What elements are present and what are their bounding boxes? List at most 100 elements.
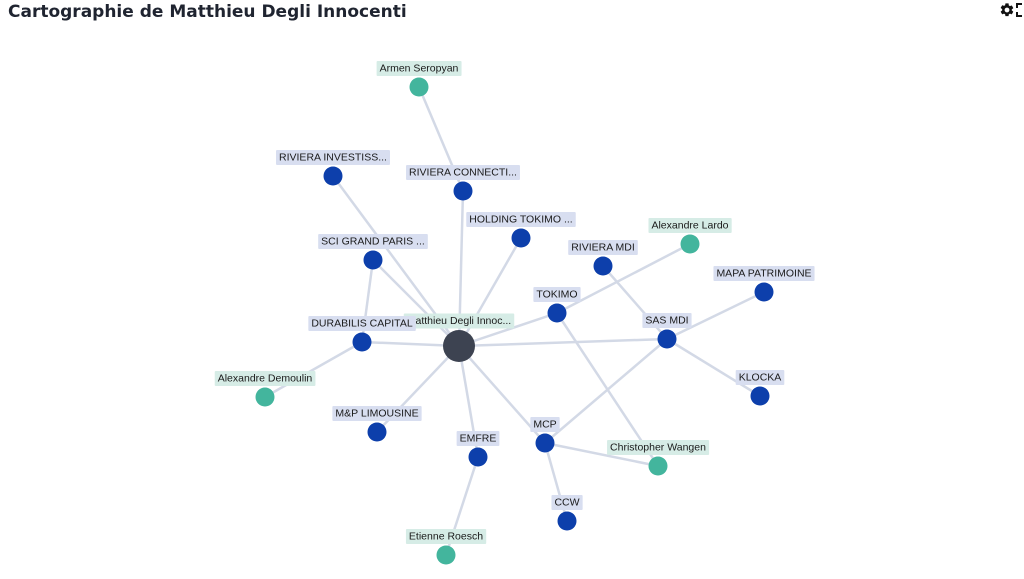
node-label-tokimo: TOKIMO (536, 289, 577, 301)
node-label-riviera_invest: RIVIERA INVESTISS... (279, 152, 387, 164)
node-circle-riviera_invest[interactable] (323, 166, 343, 186)
node-sci_grand_paris[interactable]: SCI GRAND PARIS ... (318, 234, 428, 270)
node-label-bg-emfre (456, 431, 500, 446)
node-label-bg-klocka (735, 370, 785, 385)
node-label-mapa: MAPA PATRIMOINE (716, 268, 811, 280)
node-label-bg-armen (376, 61, 462, 76)
node-label-holding_tokimo: HOLDING TOKIMO ... (469, 214, 572, 226)
node-sas_mdi[interactable]: SAS MDI (642, 313, 692, 349)
node-label-klocka: KLOCKA (739, 372, 782, 384)
node-label-mp_limousine: M&P LIMOUSINE (335, 408, 418, 420)
node-circle-ccw[interactable] (557, 511, 577, 531)
node-label-bg-sci_grand_paris (318, 234, 428, 249)
graph-toolbar (998, 0, 1024, 20)
edge-center-holding_tokimo (457, 237, 523, 347)
node-label-bg-center (403, 313, 515, 329)
node-ccw[interactable]: CCW (551, 495, 583, 531)
edge-center-sci_grand_paris (372, 259, 460, 347)
gear-icon (1000, 3, 1014, 17)
node-circle-sas_mdi[interactable] (657, 329, 677, 349)
node-klocka[interactable]: KLOCKA (735, 370, 785, 406)
edge-sas_mdi-klocka (666, 337, 761, 398)
node-riviera_connect[interactable]: RIVIERA CONNECTI... (406, 165, 520, 201)
node-label-riviera_mdi: RIVIERA MDI (571, 242, 635, 254)
node-circle-alexandre_lardo[interactable] (680, 234, 700, 254)
node-label-emfre: EMFRE (460, 433, 497, 445)
nodes-layer: Matthieu Degli Innoc... Armen SeropyanRIV… (214, 61, 815, 565)
edge-mcp-christopher (544, 441, 659, 468)
node-label-bg-christopher (607, 440, 710, 455)
node-label-alexandre_lardo: Alexandre Lardo (651, 220, 728, 232)
edge-durabilis-alexandre_demoulin (264, 340, 363, 399)
node-emfre[interactable]: EMFRE (456, 431, 500, 467)
node-label-bg-riviera_connect (406, 165, 520, 180)
node-circle-mp_limousine[interactable] (367, 422, 387, 442)
edge-sas_mdi-mcp (544, 338, 668, 444)
node-mp_limousine[interactable]: M&P LIMOUSINE (332, 406, 422, 442)
node-label-sci_grand_paris: SCI GRAND PARIS ... (321, 236, 425, 248)
node-label-bg-mp_limousine (332, 406, 422, 421)
node-tokimo[interactable]: TOKIMO (533, 287, 581, 323)
edge-sas_mdi-mapa (666, 290, 765, 341)
node-circle-emfre[interactable] (468, 447, 488, 467)
node-alexandre_lardo[interactable]: Alexandre Lardo (648, 218, 732, 254)
node-label-etienne: Etienne Roesch (409, 531, 483, 543)
node-label-bg-tokimo (533, 287, 581, 302)
node-circle-mcp[interactable] (535, 433, 555, 453)
node-circle-durabilis[interactable] (352, 332, 372, 352)
node-label-alexandre_demoulin: Alexandre Demoulin (218, 373, 313, 385)
node-circle-alexandre_demoulin[interactable] (255, 387, 275, 407)
settings-button[interactable] (998, 1, 1016, 19)
node-riviera_invest[interactable]: RIVIERA INVESTISS... (276, 150, 390, 186)
node-label-bg-durabilis (308, 316, 416, 331)
node-holding_tokimo[interactable]: HOLDING TOKIMO ... (466, 212, 576, 248)
node-label-mcp: MCP (533, 419, 556, 431)
node-label-bg-etienne (405, 529, 487, 544)
node-label-bg-holding_tokimo (466, 212, 576, 227)
edge-center-tokimo (458, 311, 558, 348)
node-center[interactable]: Matthieu Degli Innoc... (403, 313, 515, 363)
node-label-center: Matthieu Degli Innoc... (407, 315, 511, 327)
node-mcp[interactable]: MCP (530, 417, 560, 453)
node-circle-holding_tokimo[interactable] (511, 228, 531, 248)
node-label-bg-sas_mdi (642, 313, 692, 328)
node-circle-mapa[interactable] (754, 282, 774, 302)
edge-riviera_mdi-sas_mdi (602, 265, 668, 340)
node-circle-riviera_mdi[interactable] (593, 256, 613, 276)
edge-center-sas_mdi (458, 337, 668, 348)
node-christopher[interactable]: Christopher Wangen (607, 440, 710, 476)
node-circle-center[interactable] (443, 330, 475, 362)
node-label-bg-riviera_invest (276, 150, 390, 165)
node-label-riviera_connect: RIVIERA CONNECTI... (409, 167, 517, 179)
page-title: Cartographie de Matthieu Degli Innocenti (8, 2, 407, 22)
node-mapa[interactable]: MAPA PATRIMOINE (713, 266, 815, 302)
node-label-bg-alexandre_demoulin (214, 371, 316, 386)
node-label-ccw: CCW (554, 497, 579, 509)
edge-center-durabilis (361, 340, 460, 348)
node-etienne[interactable]: Etienne Roesch (405, 529, 487, 565)
fullscreen-icon (1016, 3, 1022, 17)
node-label-bg-ccw (551, 495, 583, 510)
node-armen[interactable]: Armen Seropyan (376, 61, 462, 97)
node-circle-armen[interactable] (409, 77, 429, 97)
node-circle-sci_grand_paris[interactable] (363, 250, 383, 270)
node-circle-christopher[interactable] (648, 456, 668, 476)
node-label-bg-riviera_mdi (568, 240, 638, 255)
fullscreen-button[interactable] (1016, 1, 1024, 19)
node-label-christopher: Christopher Wangen (610, 442, 706, 454)
node-label-bg-mcp (530, 417, 560, 432)
node-label-bg-mapa (713, 266, 815, 281)
node-label-sas_mdi: SAS MDI (645, 315, 688, 327)
node-circle-tokimo[interactable] (547, 303, 567, 323)
node-circle-riviera_connect[interactable] (453, 181, 473, 201)
node-durabilis[interactable]: DURABILIS CAPITAL (308, 316, 416, 352)
node-label-durabilis: DURABILIS CAPITAL (311, 318, 412, 330)
node-label-bg-alexandre_lardo (648, 218, 732, 233)
node-label-armen: Armen Seropyan (380, 63, 459, 75)
node-riviera_mdi[interactable]: RIVIERA MDI (568, 240, 638, 276)
node-circle-etienne[interactable] (436, 545, 456, 565)
node-circle-klocka[interactable] (750, 386, 770, 406)
node-alexandre_demoulin[interactable]: Alexandre Demoulin (214, 371, 316, 407)
